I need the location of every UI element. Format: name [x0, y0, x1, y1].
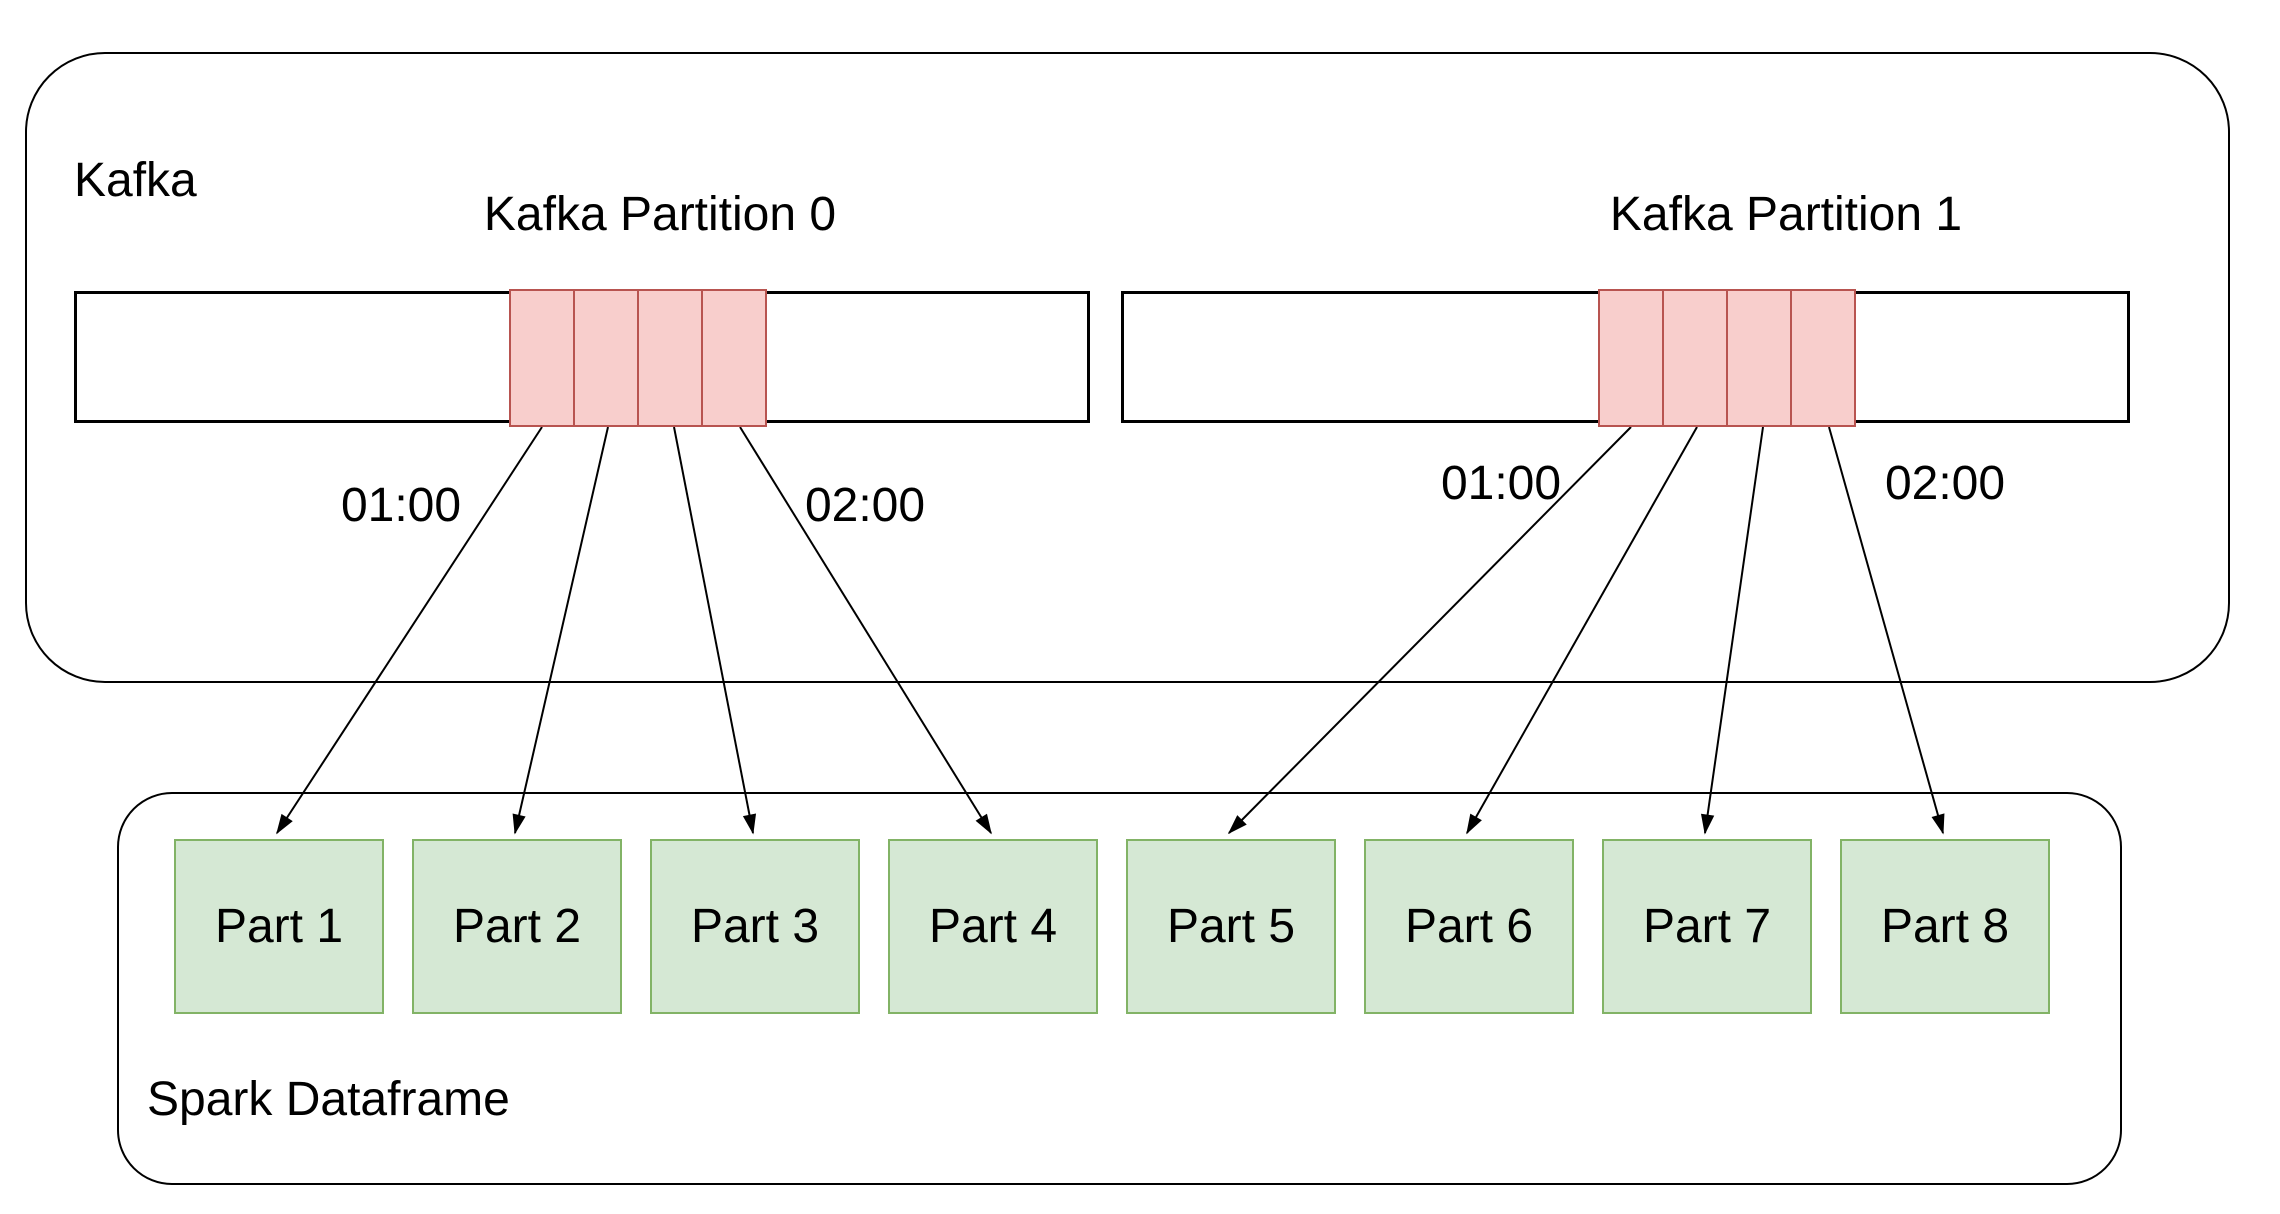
spark-partition-box: Part 5	[1126, 839, 1336, 1014]
partition-0-offset-cell	[637, 289, 703, 427]
partition-0-window-start-time: 01:00	[340, 479, 462, 532]
partition-0-offset-cell	[701, 289, 767, 427]
spark-partition-label: Part 7	[1642, 899, 1772, 953]
spark-partition-box: Part 2	[412, 839, 622, 1014]
kafka-container	[25, 52, 2230, 683]
spark-partition-box: Part 8	[1840, 839, 2050, 1014]
partition-0-highlight-window	[509, 289, 767, 427]
spark-dataframe-container: Spark Dataframe Part 1 Part 2 Part 3 Part 4…	[117, 792, 2122, 1185]
partition-1-offset-cell	[1662, 289, 1728, 427]
partition-1-window-start-time: 01:00	[1440, 457, 1562, 510]
spark-partition-box: Part 1	[174, 839, 384, 1014]
partition-1-offset-cell	[1598, 289, 1664, 427]
partition-0-window-end-time: 02:00	[804, 479, 926, 532]
spark-partition-label: Part 8	[1880, 899, 2010, 953]
kafka-partition-0-title: Kafka Partition 0	[483, 188, 837, 241]
spark-partition-box: Part 4	[888, 839, 1098, 1014]
spark-dataframe-label: Spark Dataframe	[147, 1073, 510, 1126]
spark-partition-label: Part 6	[1404, 899, 1534, 953]
partition-1-window-end-time: 02:00	[1884, 457, 2006, 510]
spark-partition-label: Part 4	[928, 899, 1058, 953]
spark-partition-label: Part 3	[690, 899, 820, 953]
partition-1-offset-cell	[1726, 289, 1792, 427]
spark-partition-box: Part 6	[1364, 839, 1574, 1014]
spark-partition-label: Part 2	[452, 899, 582, 953]
partition-1-highlight-window	[1598, 289, 1856, 427]
kafka-label: Kafka	[74, 154, 197, 207]
spark-partition-label: Part 5	[1166, 899, 1296, 953]
partition-0-offset-cell	[509, 289, 575, 427]
spark-partition-label: Part 1	[214, 899, 344, 953]
spark-partition-box: Part 3	[650, 839, 860, 1014]
spark-partition-box: Part 7	[1602, 839, 1812, 1014]
kafka-partition-1-title: Kafka Partition 1	[1609, 188, 1963, 241]
partition-0-offset-cell	[573, 289, 639, 427]
partition-1-offset-cell	[1790, 289, 1856, 427]
